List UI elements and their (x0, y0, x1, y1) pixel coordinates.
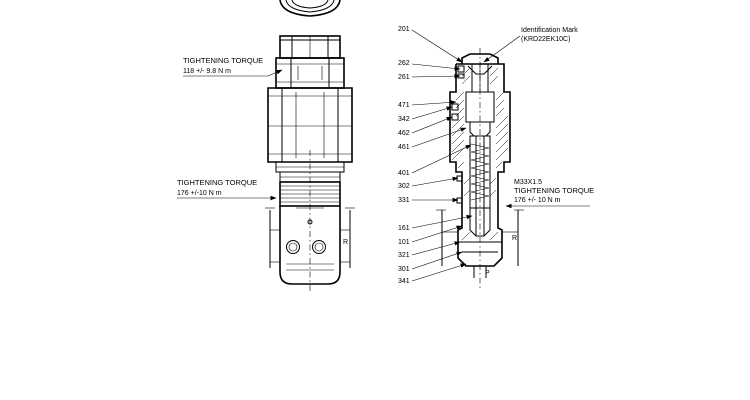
port-r-label-right: R (512, 235, 517, 242)
torque-value-lower: 176 +/-10 N m (177, 190, 222, 197)
part-331: 331 (398, 197, 410, 204)
lock-nut (275, 57, 345, 89)
part-302: 302 (398, 183, 410, 190)
part-471: 471 (398, 102, 410, 109)
external-view: TIGHTENING TORQUE 118 +/- 9.8 N m TIGHTE… (177, 0, 355, 292)
torque-title-lower: TIGHTENING TORQUE (177, 178, 257, 187)
section-hatching (451, 67, 509, 241)
torque-title-upper: TIGHTENING TORQUE (183, 56, 263, 65)
port-p-label: P (485, 270, 490, 277)
part-341: 341 (398, 278, 410, 285)
part-161: 161 (398, 225, 410, 232)
part-461: 461 (398, 144, 410, 151)
torque-callout-lower: TIGHTENING TORQUE 176 +/-10 N m (177, 178, 277, 201)
part-leaders (411, 29, 473, 282)
identification-code: (KRD22EK10C) (521, 36, 570, 43)
part-101: 101 (398, 239, 410, 246)
adjusting-nut (279, 35, 341, 59)
part-301: 301 (398, 266, 410, 273)
identification-title: Identification Mark (521, 27, 578, 34)
torque-callout-upper: TIGHTENING TORQUE 118 +/- 9.8 N m (183, 56, 283, 77)
part-462: 462 (398, 130, 410, 137)
part-201: 201 (398, 26, 410, 33)
plug-body (267, 87, 353, 163)
port-r-label-left: R (343, 239, 348, 246)
section-view: 201 262 261 471 342 462 461 401 302 331 … (398, 26, 594, 290)
part-262: 262 (398, 60, 410, 67)
thread-torque-callout: M33X1.5 TIGHTENING TORQUE 176 +/- 10 N m (505, 179, 594, 209)
part-261: 261 (398, 74, 410, 81)
thread-spec: M33X1.5 (514, 179, 542, 186)
part-401: 401 (398, 170, 410, 177)
thread-torque-value: 176 +/- 10 N m (514, 197, 561, 204)
part-342: 342 (398, 116, 410, 123)
part-numbers: 201 262 261 471 342 462 461 401 302 331 … (398, 26, 410, 285)
thread-torque-title: TIGHTENING TORQUE (514, 186, 594, 195)
identification-callout: Identification Mark (KRD22EK10C) (483, 27, 578, 63)
part-321: 321 (398, 252, 410, 259)
end-view (279, 0, 341, 17)
torque-value-upper: 118 +/- 9.8 N m (183, 68, 231, 75)
